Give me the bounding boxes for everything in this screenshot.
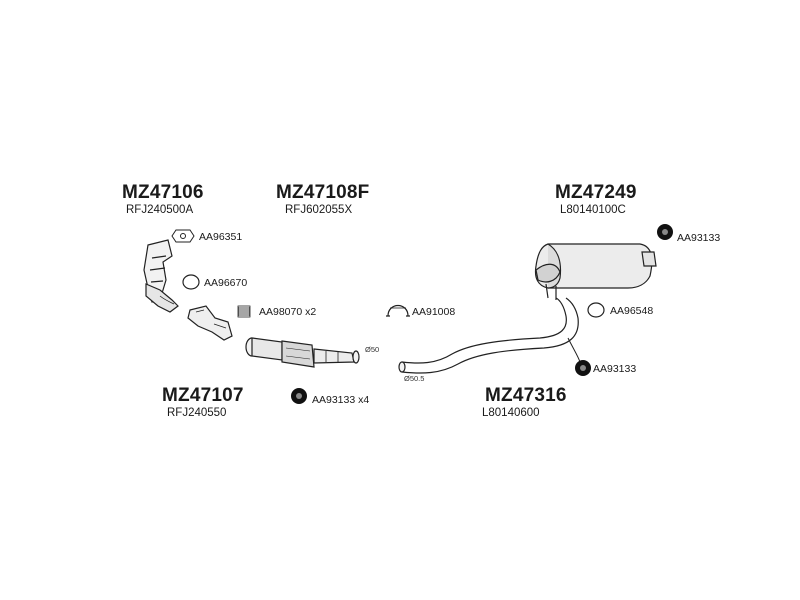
accessory-label: AA93133 x4 (312, 394, 370, 406)
assembly-reference: RFJ240550 (167, 407, 227, 419)
assembly-code: MZ47107 (162, 385, 244, 406)
assembly-code: MZ47108F (276, 182, 370, 203)
rubber-mount-icon (575, 360, 591, 376)
diameter-label: Ø50.5 (404, 374, 425, 383)
accessory-label: AA96670 (204, 277, 248, 289)
gasket-ring-icon (587, 302, 605, 318)
assembly-reference: L80140600 (482, 407, 540, 419)
accessory-label: AA91008 (412, 306, 456, 318)
accessory-label: AA98070 x2 (259, 306, 317, 318)
accessory-label: AA93133 (593, 363, 637, 375)
accessory-label: AA96351 (199, 231, 243, 243)
spring-bolt-icon (237, 305, 251, 318)
diameter-label: Ø50 (365, 345, 380, 354)
rear-silencer-part (534, 243, 657, 300)
rubber-mount-icon (657, 224, 673, 240)
catalytic-converter-part (245, 337, 360, 368)
assembly-reference: RFJ240500A (126, 204, 194, 216)
bracket-icon (171, 229, 195, 243)
middle-pipe-part (398, 297, 581, 374)
assembly-code: MZ47316 (485, 385, 567, 406)
front-pipe-part (187, 305, 233, 341)
assembly-reference: L80140100C (560, 204, 626, 216)
rubber-mount-icon (291, 388, 307, 404)
exhaust-manifold-part (143, 239, 179, 313)
assembly-code: MZ47249 (555, 182, 637, 203)
assembly-reference: RFJ602055X (285, 204, 353, 216)
assembly-code: MZ47106 (122, 182, 204, 203)
pipe-clamp-icon (386, 304, 410, 317)
accessory-label: AA96548 (610, 305, 654, 317)
accessory-label: AA93133 (677, 232, 721, 244)
gasket-ring-icon (182, 274, 200, 290)
